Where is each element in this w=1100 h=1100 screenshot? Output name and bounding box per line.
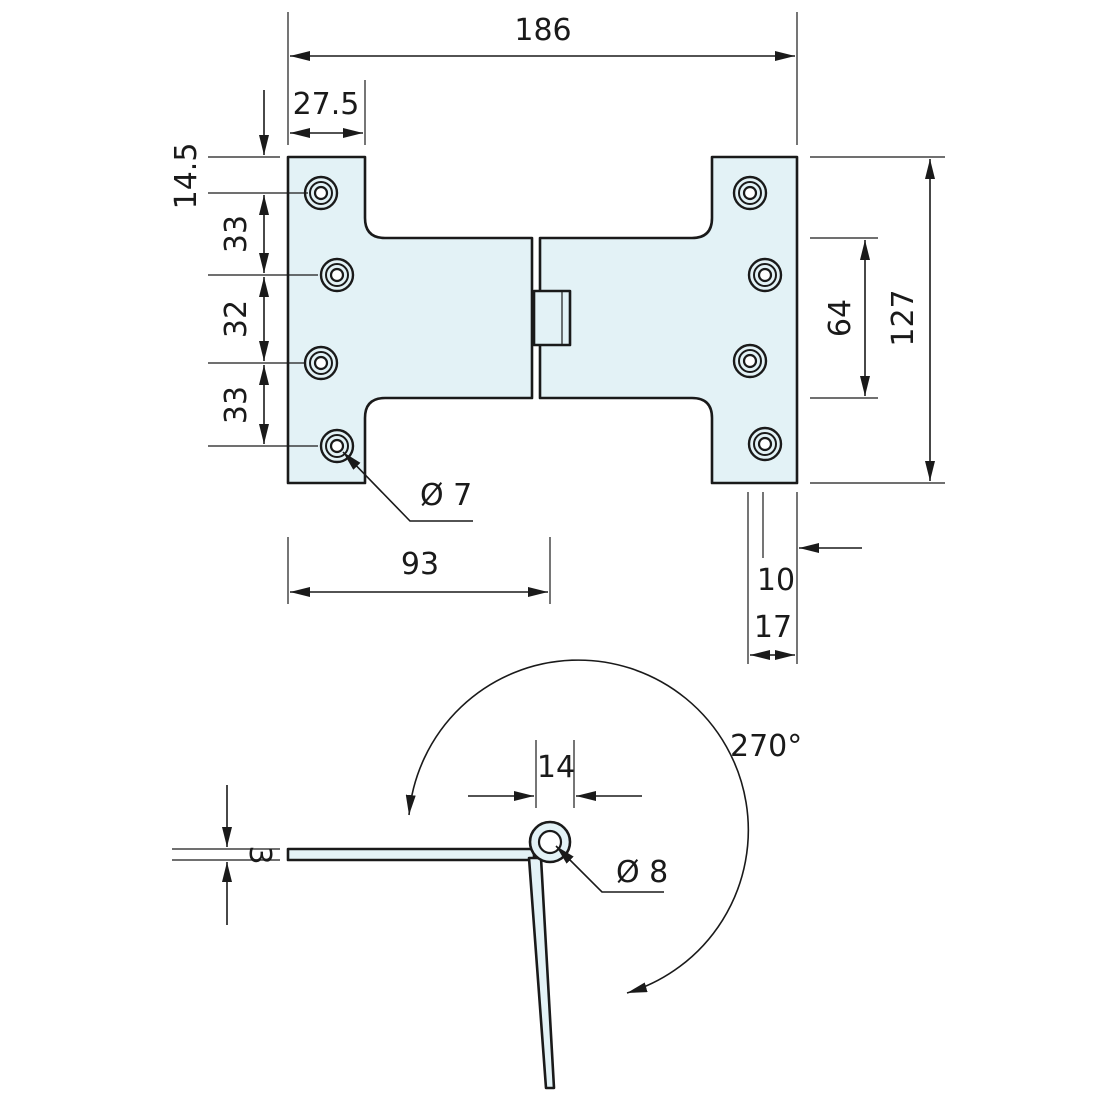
screw-holes — [303, 175, 783, 464]
hinge-front-view — [286, 155, 799, 485]
label-pitch-bottom: 33 — [219, 386, 254, 424]
label-edge-offset: 10 — [757, 563, 795, 598]
screw-hole — [303, 345, 339, 381]
leader-pin-diameter — [555, 845, 664, 893]
label-pitch-mid: 32 — [219, 300, 254, 338]
horizontal-leaf — [286, 847, 536, 862]
screw-hole — [732, 175, 768, 211]
leader-hole-diameter — [342, 451, 473, 522]
screw-hole — [747, 426, 783, 462]
label-knuckle-width: 14 — [537, 750, 575, 785]
left-leaf — [286, 155, 534, 485]
screw-hole — [303, 175, 339, 211]
screw-hole — [319, 257, 355, 293]
hinge-side-view: 270° 14 Ø 8 3 — [172, 659, 802, 1090]
label-knuckle-height: 64 — [823, 299, 858, 337]
knuckle — [532, 289, 572, 347]
screw-hole — [732, 343, 768, 379]
label-overall-width: 186 — [514, 13, 571, 48]
angled-leaf — [527, 856, 556, 1090]
label-top-margin: 14.5 — [169, 143, 204, 210]
label-leaf-width: 93 — [401, 547, 439, 582]
label-thickness: 3 — [242, 845, 277, 864]
label-flange-width: 17 — [754, 610, 792, 645]
pin-hole — [537, 829, 563, 855]
label-pin-diameter: Ø 8 — [616, 855, 668, 890]
right-leaf — [538, 155, 799, 485]
label-hole-diameter: Ø 7 — [420, 478, 472, 513]
screw-hole — [747, 257, 783, 293]
rotation-arc — [405, 659, 750, 994]
label-overall-height: 127 — [886, 289, 921, 346]
label-pitch-top: 33 — [219, 215, 254, 253]
dimensions-front: 186 27.5 14.5 33 32 33 Ø 7 93 64 — [169, 12, 945, 664]
label-leaf-offset: 27.5 — [293, 87, 360, 122]
label-rotation: 270° — [730, 729, 802, 764]
